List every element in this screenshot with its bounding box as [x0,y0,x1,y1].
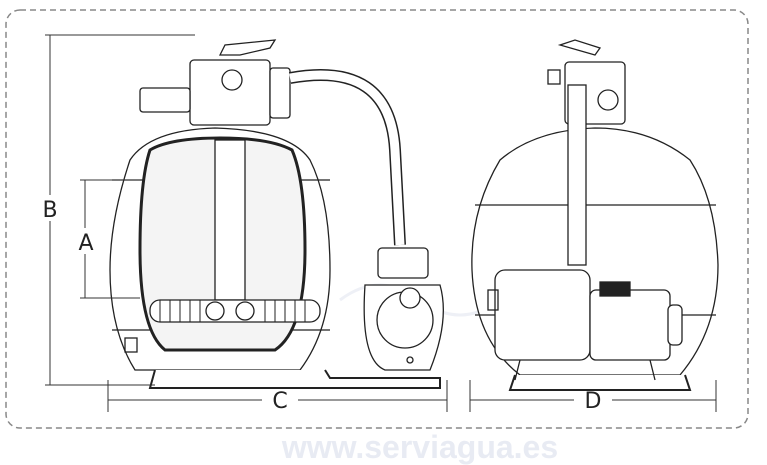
filter-tank-front [109,127,441,389]
dimension-label-c: C [272,389,287,414]
watermark: www.serviagua.es [281,429,558,465]
pump-side [487,269,683,381]
dimension-label-a: A [78,231,93,256]
multiport-valve-front [139,39,291,126]
dimension-label-b: B [42,198,57,223]
dimension-label-d: D [585,389,602,414]
hose-side [567,84,587,266]
pump-front [363,247,444,371]
hose-front [288,69,406,246]
diagram-frame [5,9,749,429]
